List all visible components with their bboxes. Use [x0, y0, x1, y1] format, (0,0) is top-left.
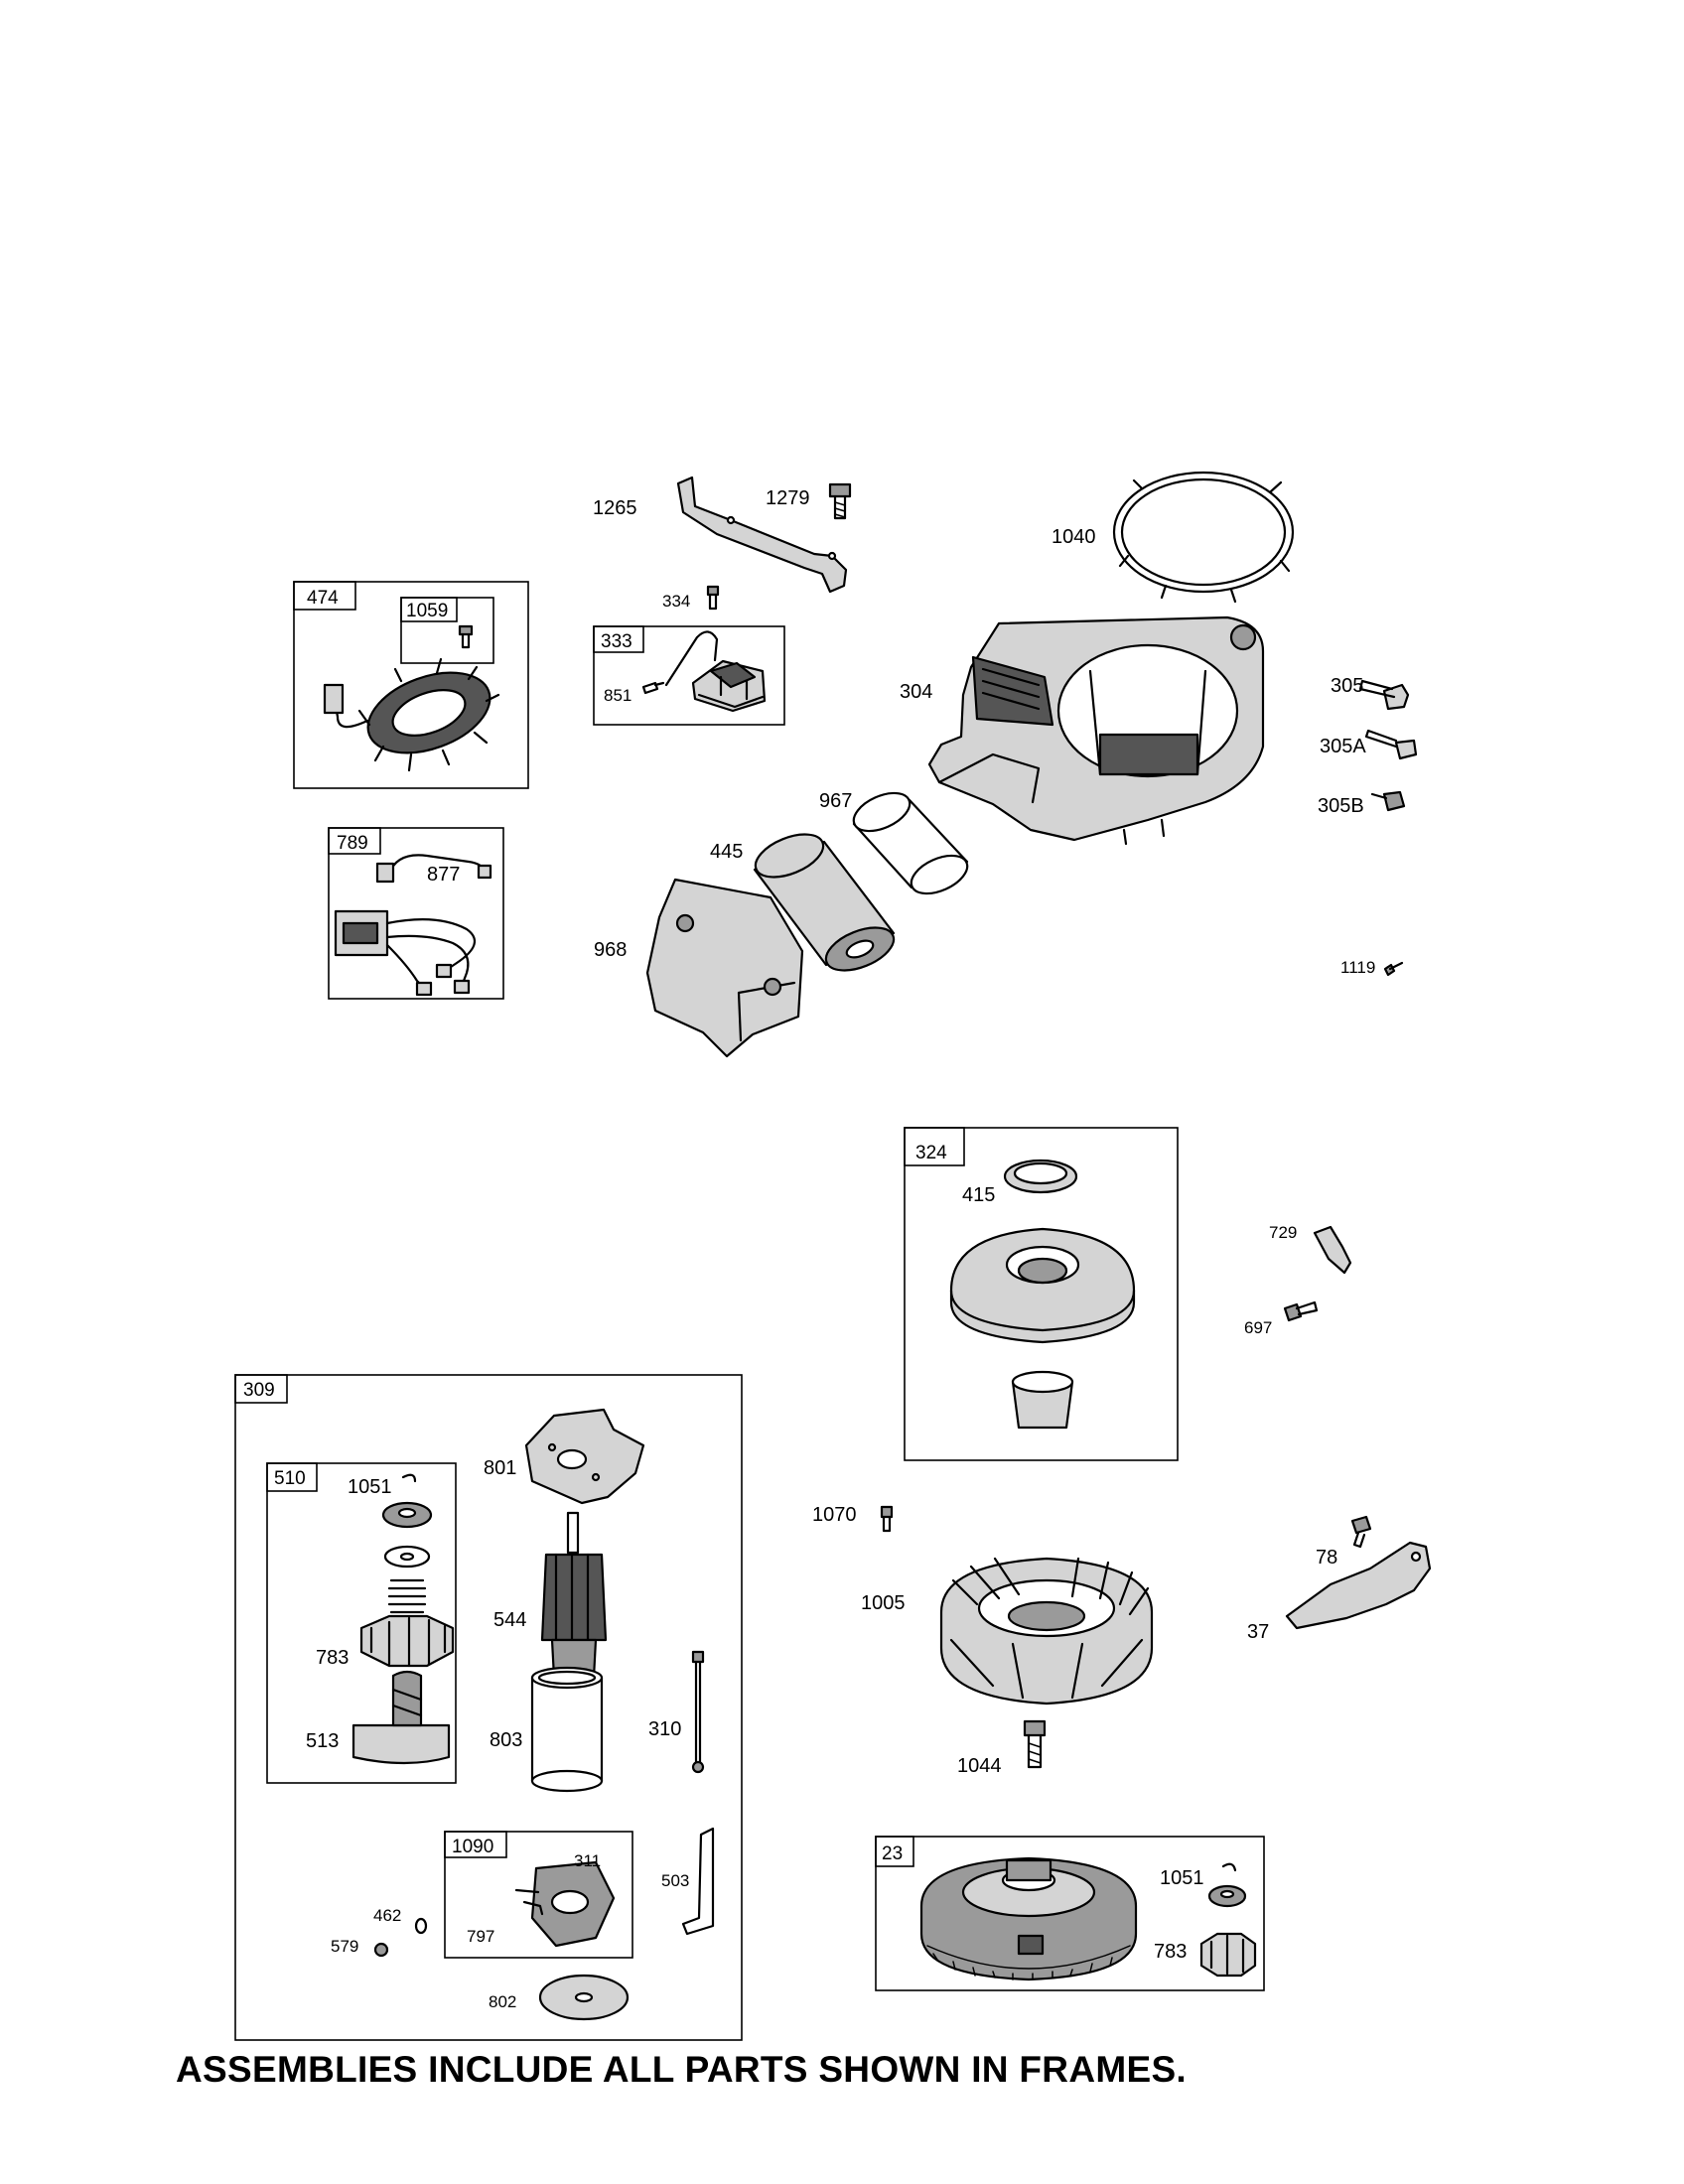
frame-474: 474 [293, 581, 529, 789]
label-802: 802 [489, 1992, 516, 2011]
label-1005: 1005 [861, 1592, 906, 1614]
ignition-module-333-drawing [664, 630, 767, 713]
label-579: 579 [331, 1937, 358, 1956]
frame-333: 333 [593, 625, 785, 726]
screw-851-drawing [641, 681, 665, 695]
filter-445-drawing [753, 833, 896, 972]
bolt-1044-drawing [1023, 1719, 1047, 1769]
callout-labels: 1265 1279 1040 334 851 304 305 305A 305B… [306, 487, 1375, 2011]
label-311: 311 [574, 1851, 601, 1870]
label-697: 697 [1244, 1318, 1272, 1337]
label-797: 797 [467, 1927, 494, 1946]
label-783-flywheel: 783 [1154, 1941, 1187, 1963]
frame-label: 510 [274, 1468, 306, 1489]
frame-1059: 1059 [400, 597, 494, 664]
bolt-310-drawing [691, 1650, 705, 1774]
brush-holder-1090-drawing [514, 1860, 616, 1948]
frame-label: 324 [915, 1143, 947, 1163]
retainer-1051b-drawing [1207, 1862, 1247, 1908]
air-guide-37-drawing [1285, 1541, 1432, 1630]
end-plate-802-drawing [538, 1974, 630, 2021]
frame-label: 474 [307, 588, 339, 609]
nut-462-drawing [414, 1917, 428, 1935]
label-1051: 1051 [348, 1476, 392, 1498]
alternator-474-drawing [323, 657, 500, 772]
label-851: 851 [604, 686, 632, 705]
bracket-1265-drawing [676, 476, 848, 594]
frame-1090: 1090 [444, 1831, 633, 1959]
drive-assembly-510-drawing [351, 1501, 455, 1765]
label-304: 304 [900, 681, 932, 703]
label-967: 967 [819, 790, 852, 812]
frame-309: 309 [234, 1374, 743, 2041]
label-462: 462 [373, 1906, 401, 1925]
screw-1119-drawing [1383, 961, 1404, 977]
retainer-1051-drawing [401, 1473, 417, 1483]
label-544: 544 [493, 1609, 526, 1631]
frame-label: 1090 [452, 1837, 493, 1857]
label-1051-flywheel: 1051 [1160, 1867, 1204, 1889]
cover-968-drawing [645, 878, 804, 1058]
screw-334-drawing [706, 585, 720, 611]
prefilter-967-drawing [852, 791, 969, 895]
frame-324: 324 [904, 1127, 1179, 1461]
label-415: 415 [962, 1184, 995, 1206]
fan-1005-drawing [939, 1557, 1154, 1706]
flywheel-23-drawing [919, 1856, 1138, 1981]
label-310: 310 [648, 1718, 681, 1740]
frame-label: 333 [601, 631, 632, 652]
label-729: 729 [1269, 1223, 1297, 1242]
bracket-503-drawing [681, 1827, 715, 1936]
bolt-697-drawing [1283, 1300, 1319, 1322]
housing-803-drawing [530, 1666, 604, 1793]
label-1070: 1070 [812, 1504, 857, 1526]
bolt-305B-drawing [1370, 790, 1406, 812]
label-1040: 1040 [1052, 526, 1096, 548]
bolt-1279-drawing [828, 482, 852, 520]
frame-label: 1059 [406, 601, 448, 621]
frame-label: 789 [337, 833, 368, 854]
harness-789-drawing [334, 854, 492, 997]
label-1044: 1044 [957, 1755, 1002, 1777]
label-801: 801 [484, 1457, 516, 1479]
clip-729-drawing [1313, 1225, 1352, 1275]
screw-1070-drawing [880, 1505, 894, 1533]
blower-housing-304-drawing [927, 615, 1265, 846]
label-877: 877 [427, 864, 460, 886]
label-803: 803 [490, 1729, 522, 1751]
label-305B: 305B [1318, 795, 1364, 817]
frame-label: 23 [882, 1843, 903, 1864]
label-1279: 1279 [766, 487, 810, 509]
frame-789: 789 [328, 827, 504, 1000]
label-513: 513 [306, 1730, 339, 1752]
frame-23: 23 [875, 1836, 1265, 1991]
assemblies-note: ASSEMBLIES INCLUDE ALL PARTS SHOWN IN FR… [176, 2049, 1188, 2090]
label-503: 503 [661, 1871, 689, 1890]
label-968: 968 [594, 939, 627, 961]
label-37: 37 [1247, 1621, 1269, 1643]
nut-305-drawing [1358, 679, 1410, 711]
frame-510: 510 [266, 1462, 457, 1784]
label-78: 78 [1316, 1547, 1337, 1569]
ring-1040-drawing [1112, 471, 1295, 604]
label-305: 305 [1331, 675, 1363, 697]
label-1119: 1119 [1340, 958, 1375, 977]
screw-1059-drawing [458, 624, 474, 649]
bolt-305A-drawing [1364, 729, 1418, 760]
label-305A: 305A [1320, 736, 1366, 757]
gear-783b-drawing [1199, 1932, 1257, 1978]
label-445: 445 [710, 841, 743, 863]
armature-544-drawing [540, 1511, 608, 1680]
frame-label: 309 [243, 1380, 275, 1401]
label-1265: 1265 [593, 497, 637, 519]
bolt-78-drawing [1350, 1515, 1372, 1549]
end-cap-801-drawing [524, 1408, 645, 1505]
label-334: 334 [662, 592, 690, 611]
label-783: 783 [316, 1647, 349, 1669]
rewind-starter-324-drawing [949, 1159, 1136, 1430]
nut-579-drawing [373, 1942, 389, 1958]
